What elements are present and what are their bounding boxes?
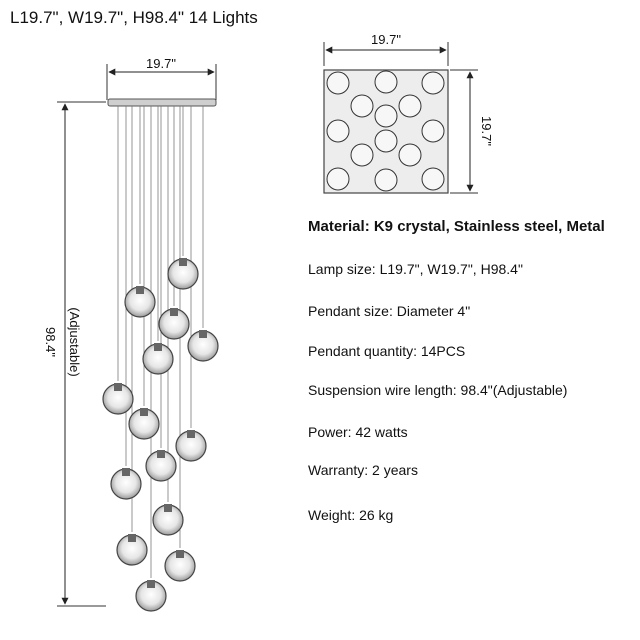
plan-pendant-circle bbox=[374, 168, 398, 192]
adjustable-label: (Adjustable) bbox=[67, 307, 82, 376]
pendant-globe bbox=[135, 580, 167, 612]
pendant-globe bbox=[116, 534, 148, 566]
top-width-label: 19.7" bbox=[146, 56, 176, 71]
plan-pendant-circle bbox=[421, 119, 445, 143]
pendant-globe bbox=[142, 343, 174, 375]
pendant-globe bbox=[152, 504, 184, 536]
pendant-globe bbox=[102, 383, 134, 415]
top-width-dimension: 19.7" bbox=[106, 56, 217, 100]
canopy bbox=[107, 98, 217, 107]
pendant-globe bbox=[175, 430, 207, 462]
height-label: 98.4" bbox=[43, 327, 58, 357]
plan-pendant-circle bbox=[326, 71, 350, 95]
pendant-globe bbox=[167, 258, 199, 290]
plan-pendant-circle bbox=[374, 104, 398, 128]
pendant-globe bbox=[124, 286, 156, 318]
plan-view: 19.7" 19.7" bbox=[323, 32, 494, 194]
spec-wire-length: Suspension wire length: 98.4"(Adjustable… bbox=[308, 382, 568, 398]
plan-width-label: 19.7" bbox=[371, 32, 401, 47]
plan-pendant-circle bbox=[374, 129, 398, 153]
plan-pendant-circle bbox=[398, 143, 422, 167]
spec-lamp-size: Lamp size: L19.7", W19.7", H98.4" bbox=[308, 261, 523, 277]
pendants bbox=[102, 258, 219, 612]
pendant-globe bbox=[128, 408, 160, 440]
plan-pendant-circles bbox=[326, 70, 445, 192]
pendant-globe bbox=[158, 308, 190, 340]
plan-pendant-circle bbox=[350, 94, 374, 118]
plan-pendant-circle bbox=[350, 143, 374, 167]
pendant-globe bbox=[110, 468, 142, 500]
plan-pendant-circle bbox=[374, 70, 398, 94]
spec-pendant-size: Pendant size: Diameter 4" bbox=[308, 303, 471, 319]
plan-pendant-circle bbox=[421, 71, 445, 95]
pendant-globe bbox=[164, 550, 196, 582]
height-dimension: 98.4" (Adjustable) bbox=[43, 101, 106, 607]
plan-pendant-circle bbox=[398, 94, 422, 118]
spec-pendant-quantity: Pendant quantity: 14PCS bbox=[308, 343, 466, 359]
pendant-globe bbox=[145, 450, 177, 482]
spec-warranty: Warranty: 2 years bbox=[308, 462, 418, 478]
spec-power: Power: 42 watts bbox=[308, 424, 408, 440]
pendant-globe bbox=[187, 330, 219, 362]
plan-depth-label: 19.7" bbox=[479, 116, 494, 146]
spec-material: Material: K9 crystal, Stainless steel, M… bbox=[308, 218, 605, 235]
plan-pendant-circle bbox=[421, 167, 445, 191]
plan-pendant-circle bbox=[326, 167, 350, 191]
product-title: L19.7", W19.7", H98.4" 14 Lights bbox=[10, 8, 258, 27]
spec-weight: Weight: 26 kg bbox=[308, 507, 394, 523]
plan-pendant-circle bbox=[326, 119, 350, 143]
